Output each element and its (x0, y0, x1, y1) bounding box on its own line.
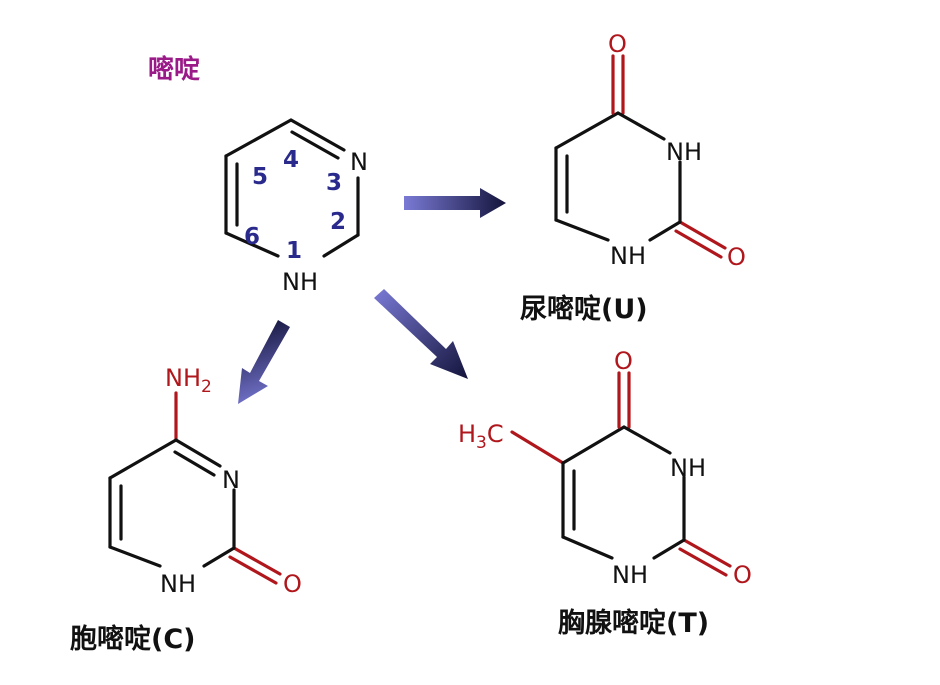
atom-ch3-group: H3C (458, 420, 504, 453)
atom-nh1: NH (160, 570, 196, 598)
atom-o2: O (727, 243, 746, 271)
atom-nh1: NH (282, 268, 318, 296)
atom-o4: O (608, 30, 627, 58)
atom-nh2-subscript: 2 (201, 377, 212, 397)
ring-number-1: 1 (286, 238, 302, 264)
arrow-to-cytosine (238, 320, 290, 404)
thymine-structure: H3C O NH NH O 胸腺嘧啶(T) (458, 347, 752, 639)
atom-nh3: NH (666, 138, 702, 166)
atom-ch3-subscript: 3 (476, 433, 487, 453)
atom-ch3-main: H (458, 420, 476, 448)
atom-o4: O (614, 347, 633, 375)
atom-nh3: NH (670, 454, 706, 482)
arrow-to-thymine (374, 289, 468, 379)
thymine-label: 胸腺嘧啶(T) (558, 607, 709, 639)
atom-o2: O (283, 570, 302, 598)
ring-number-3: 3 (326, 170, 342, 196)
ring-number-6: 6 (244, 224, 260, 250)
atom-n3: N (222, 466, 240, 494)
ring-number-4: 4 (283, 147, 299, 173)
atom-nh2-group: NH2 (165, 364, 212, 397)
diagram-title: 嘧啶 (148, 54, 200, 85)
uracil-label: 尿嘧啶(U) (520, 293, 648, 325)
atom-ch3-tail: C (487, 420, 504, 448)
atom-o2: O (733, 561, 752, 589)
atom-n3: N (350, 148, 368, 176)
ring-number-5: 5 (252, 164, 268, 190)
pyrimidine-structure: N NH 1 2 3 4 5 6 (224, 118, 368, 296)
ring-number-2: 2 (330, 209, 346, 235)
atom-nh1: NH (610, 242, 646, 270)
cytosine-structure: NH2 N NH O 胞嘧啶(C) (69, 364, 302, 655)
arrow-to-uracil (404, 188, 506, 218)
uracil-structure: O NH NH O 尿嘧啶(U) (520, 30, 746, 325)
atom-nh2-main: NH (165, 364, 201, 392)
atom-nh1: NH (612, 561, 648, 589)
cytosine-label: 胞嘧啶(C) (69, 623, 196, 655)
